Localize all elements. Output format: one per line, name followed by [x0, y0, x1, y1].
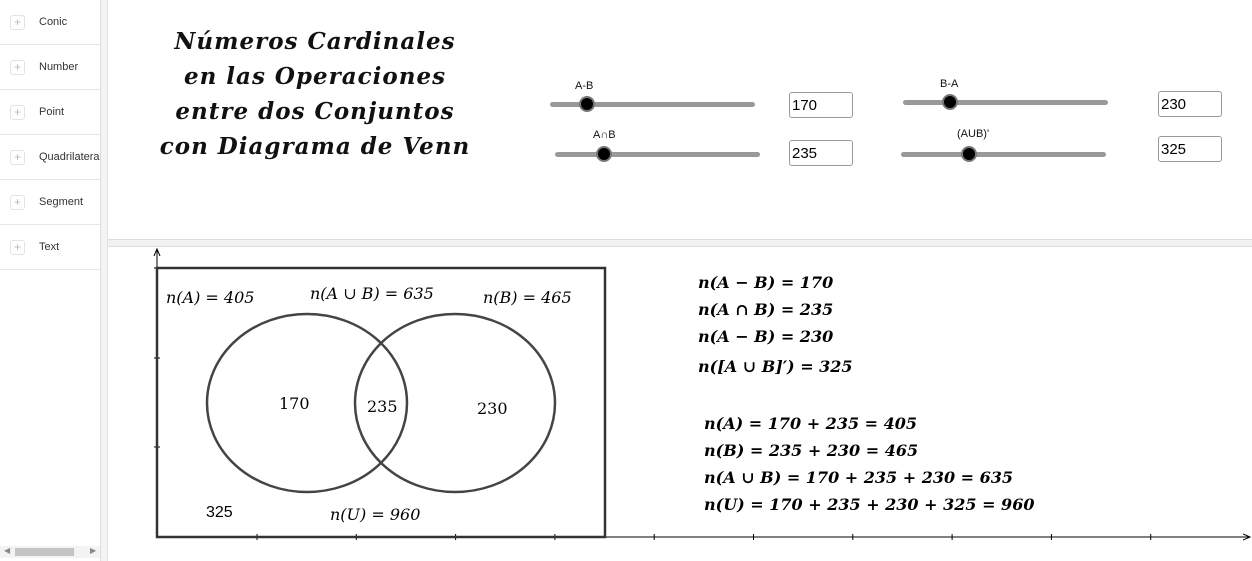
slider-label: A-B: [575, 80, 594, 92]
equation: n(A) = 170 + 235 = 405: [704, 414, 917, 433]
set-a-circle: [205, 312, 409, 494]
sidebar-item-label: Quadrilateral: [39, 151, 100, 163]
equation: n(B) = 235 + 230 = 465: [704, 441, 918, 460]
slider-handle[interactable]: [942, 94, 959, 110]
slider-label: (AUB)': [957, 128, 990, 140]
plus-icon[interactable]: +: [10, 59, 25, 75]
only-b-value: 230: [477, 399, 508, 418]
equation: n(A − B) = 230: [698, 327, 833, 346]
equation: n(A ∪ B) = 170 + 235 + 230 = 635: [704, 468, 1013, 487]
sidebar-item-label: Conic: [39, 16, 68, 28]
panel-splitter[interactable]: [101, 0, 108, 561]
sidebar-item-label: Segment: [39, 196, 84, 208]
sidebar-item-point[interactable]: + Point: [0, 90, 100, 135]
value-input[interactable]: 325: [1158, 136, 1222, 162]
plus-icon[interactable]: +: [10, 194, 25, 210]
scrollbar-thumb[interactable]: [15, 548, 74, 556]
slider-track[interactable]: [550, 102, 755, 107]
outside-value: 325: [206, 504, 233, 521]
intersection-value: 235: [367, 397, 398, 416]
slider-handle[interactable]: [578, 96, 595, 112]
plus-icon[interactable]: +: [10, 239, 25, 255]
plus-icon[interactable]: +: [10, 104, 25, 120]
only-a-value: 170: [279, 394, 310, 413]
n-a-label: n(A) = 405: [166, 288, 254, 307]
equation: n(A ∩ B) = 235: [698, 300, 833, 319]
n-aub-label: n(A ∪ B) = 635: [310, 284, 434, 303]
slider-handle[interactable]: [960, 146, 977, 162]
title-line: entre dos Conjuntos: [175, 98, 455, 125]
slider-track[interactable]: [903, 100, 1108, 105]
scroll-left-icon[interactable]: ◀: [4, 546, 11, 555]
value-input[interactable]: 170: [789, 92, 853, 118]
universe-rectangle: [155, 266, 607, 539]
sidebar-item-conic[interactable]: + Conic: [0, 0, 100, 45]
sidebar-item-label: Number: [39, 61, 79, 73]
equation: n(A − B) = 170: [698, 273, 833, 292]
value-input[interactable]: 230: [1158, 91, 1222, 117]
slider-label: A∩B: [593, 129, 616, 141]
slider-label: B-A: [940, 78, 959, 90]
n-b-label: n(B) = 465: [483, 288, 572, 307]
title-line: en las Operaciones: [183, 63, 447, 90]
slider-track[interactable]: [555, 152, 760, 157]
page-title: Números Cardinales en las Operaciones en…: [150, 24, 480, 164]
plus-icon[interactable]: +: [10, 149, 25, 165]
view-splitter[interactable]: [108, 239, 1252, 247]
sidebar-item-number[interactable]: + Number: [0, 45, 100, 90]
sidebar-item-quadrilateral[interactable]: + Quadrilateral: [0, 135, 100, 180]
sidebar-item-label: Text: [39, 241, 60, 253]
n-u-label: n(U) = 960: [330, 505, 420, 524]
sidebar-item-text[interactable]: + Text: [0, 225, 100, 270]
value-input[interactable]: 235: [789, 140, 853, 166]
title-line: Números Cardinales: [174, 28, 456, 55]
sidebar-item-label: Point: [39, 106, 65, 118]
equation: n(U) = 170 + 235 + 230 + 325 = 960: [704, 495, 1034, 514]
plus-icon[interactable]: +: [10, 14, 25, 30]
scroll-right-icon[interactable]: ▶: [90, 546, 97, 555]
set-b-circle: [353, 312, 557, 494]
title-line: con Diagrama de Venn: [159, 133, 471, 160]
graphics-view-2: [108, 0, 1252, 239]
sidebar-item-segment[interactable]: + Segment: [0, 180, 100, 225]
algebra-sidebar: + Conic + Number + Point + Quadrilateral + Se…: [0, 0, 101, 561]
equation: n([A ∪ B]′) = 325: [698, 357, 853, 376]
horizontal-scrollbar[interactable]: ◀▶: [0, 546, 100, 558]
slider-handle[interactable]: [596, 146, 613, 162]
slider-track[interactable]: [901, 152, 1106, 157]
